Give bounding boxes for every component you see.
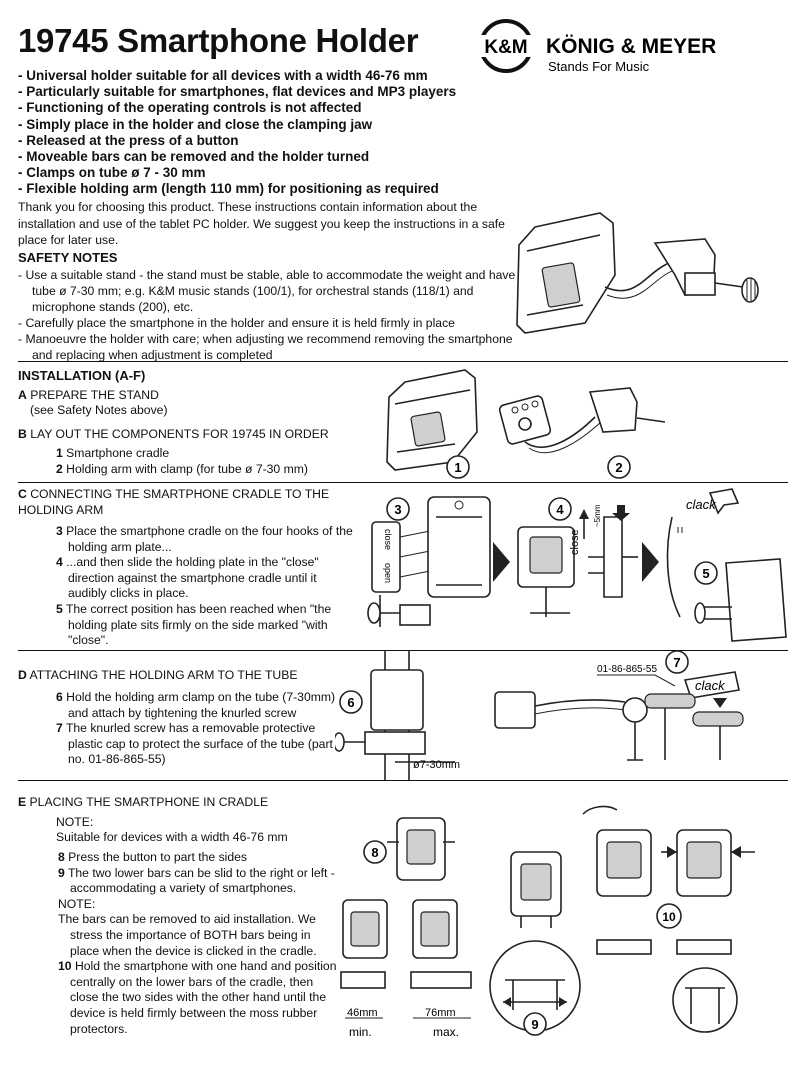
badge-5: 5 [694, 561, 718, 585]
step-d-title: D ATTACHING THE HOLDING ARM TO THE TUBE [18, 668, 298, 682]
step-e-note-text: Suitable for devices with a width 46-76 … [56, 830, 288, 844]
svg-text:5: 5 [702, 566, 709, 581]
feature-item: - Released at the press of a button [18, 132, 239, 148]
step-a-note: (see Safety Notes above) [30, 403, 168, 417]
brand-name: KÖNIG & MEYER [546, 35, 716, 58]
svg-text:2: 2 [615, 460, 622, 475]
list-item: NOTE: [58, 896, 96, 911]
badge-8: 8 [363, 840, 387, 864]
feature-item: - Simply place in the holder and close t… [18, 116, 373, 132]
badge-2: 2 [607, 455, 631, 479]
step-c-title: C CONNECTING THE SMARTPHONE CRADLE TO TH… [18, 487, 330, 517]
divider [18, 650, 788, 651]
svg-text:8: 8 [371, 845, 378, 860]
components-illustration [386, 369, 665, 471]
badge-4: 4 [548, 497, 572, 521]
step-b-title: B LAY OUT THE COMPONENTS FOR 19745 IN OR… [18, 427, 329, 441]
svg-text:close: close [569, 529, 581, 555]
tube-attachment-illustration: 6 ø7-30mm 01-86-865-55 7 clack [335, 650, 744, 780]
list-item: The bars can be removed to aid installat… [58, 912, 317, 958]
step-d-list: 6 Hold the holding arm clamp on the tube… [56, 690, 341, 768]
svg-text:46mm: 46mm [347, 1007, 378, 1019]
list-item: 2 Holding arm with clamp (for tube ø 7-3… [56, 461, 308, 476]
badge-7: 7 [665, 650, 689, 674]
step-a-title: A PREPARE THE STAND [18, 388, 159, 402]
list-item: 6 Hold the holding arm clamp on the tube… [56, 690, 336, 720]
list-item: 8 Press the button to part the sides [58, 850, 248, 864]
page-title: 19745 Smartphone Holder [18, 22, 419, 59]
list-item: 10 Hold the smartphone with one hand and… [58, 959, 337, 1036]
feature-item: - Universal holder suitable for all devi… [18, 68, 428, 83]
badge-6: 6 [339, 690, 363, 714]
feature-item: - Functioning of the operating controls … [18, 100, 362, 116]
safety-note: - Use a suitable stand - the stand must … [18, 268, 526, 315]
svg-text:open: open [383, 563, 393, 583]
badge-9: 9 [523, 1012, 547, 1036]
svg-text:close: close [383, 529, 393, 550]
svg-text:ø7-30mm: ø7-30mm [413, 759, 460, 771]
svg-text:10: 10 [662, 910, 676, 924]
brand-tagline: Stands For Music [548, 59, 650, 74]
feature-item: - Moveable bars can be removed and the h… [18, 149, 370, 165]
feature-item: - Particularly suitable for smartphones,… [18, 84, 457, 100]
feature-item: - Flexible holding arm (length 110 mm) f… [18, 181, 439, 197]
brand-logo: K&M KÖNIG & MEYER Stands For Music [478, 18, 798, 76]
svg-text:9: 9 [531, 1017, 538, 1032]
svg-text:max.: max. [433, 1025, 459, 1039]
list-item: 9 The two lower bars can be slid to the … [58, 865, 335, 896]
svg-text:7: 7 [673, 655, 680, 670]
list-item: 4 ...and then slide the holding plate in… [56, 555, 319, 601]
step-e-list: 8 Press the button to part the sides 9 T… [58, 850, 338, 1037]
list-item: 5 The correct position has been reached … [56, 601, 332, 648]
svg-text:clack: clack [695, 678, 726, 693]
svg-text:~5mm: ~5mm [593, 504, 602, 527]
brand-mark: K&M [484, 37, 527, 58]
badge-10: 10 [656, 903, 682, 929]
safety-notes: - Use a suitable stand - the stand must … [18, 267, 528, 364]
safety-heading: SAFETY NOTES [18, 250, 118, 265]
cradle-connection-illustration: 3 close open 4 close ~5mm clack 5 [367, 488, 787, 642]
intro-text: Thank you for choosing this product. The… [18, 200, 505, 247]
svg-text:1: 1 [454, 460, 461, 475]
badge-row: 1 2 [446, 455, 631, 479]
feature-list: - Universal holder suitable for all devi… [18, 68, 456, 198]
svg-text:6: 6 [347, 695, 354, 710]
svg-text:4: 4 [556, 502, 564, 517]
safety-note: - Carefully place the smartphone in the … [18, 316, 455, 331]
list-item: 3 Place the smartphone cradle on the fou… [56, 524, 353, 554]
step-c-list: 3 Place the smartphone cradle on the fou… [56, 524, 356, 649]
holder-illustration [516, 212, 759, 334]
step-b-list: 1 Smartphone cradle 2 Holding arm with c… [56, 446, 376, 477]
divider [18, 361, 788, 362]
list-item: 1 Smartphone cradle [56, 446, 170, 460]
svg-text:76mm: 76mm [425, 1007, 456, 1019]
svg-text:3: 3 [394, 502, 401, 517]
step-e-title: E PLACING THE SMARTPHONE IN CRADLE [18, 795, 269, 809]
installation-heading: INSTALLATION (A-F) [18, 368, 146, 383]
badge-3: 3 [386, 497, 410, 521]
list-item: 7 The knurled screw has a removable prot… [56, 721, 333, 767]
step-e-note-label: NOTE: [56, 815, 94, 829]
cradle-placement-illustration: 8 46mm 76mm min. max. 9 10 [340, 805, 755, 1039]
svg-text:min.: min. [349, 1025, 372, 1039]
feature-item: - Clamps on tube ø 7 - 30 mm [18, 165, 206, 181]
divider [18, 780, 788, 781]
safety-note: - Manoeuvre the holder with care; when a… [18, 332, 513, 363]
divider [18, 482, 788, 483]
svg-text:01-86-865-55: 01-86-865-55 [597, 664, 657, 675]
badge-1: 1 [446, 455, 470, 479]
svg-text:clack: clack [686, 497, 717, 512]
